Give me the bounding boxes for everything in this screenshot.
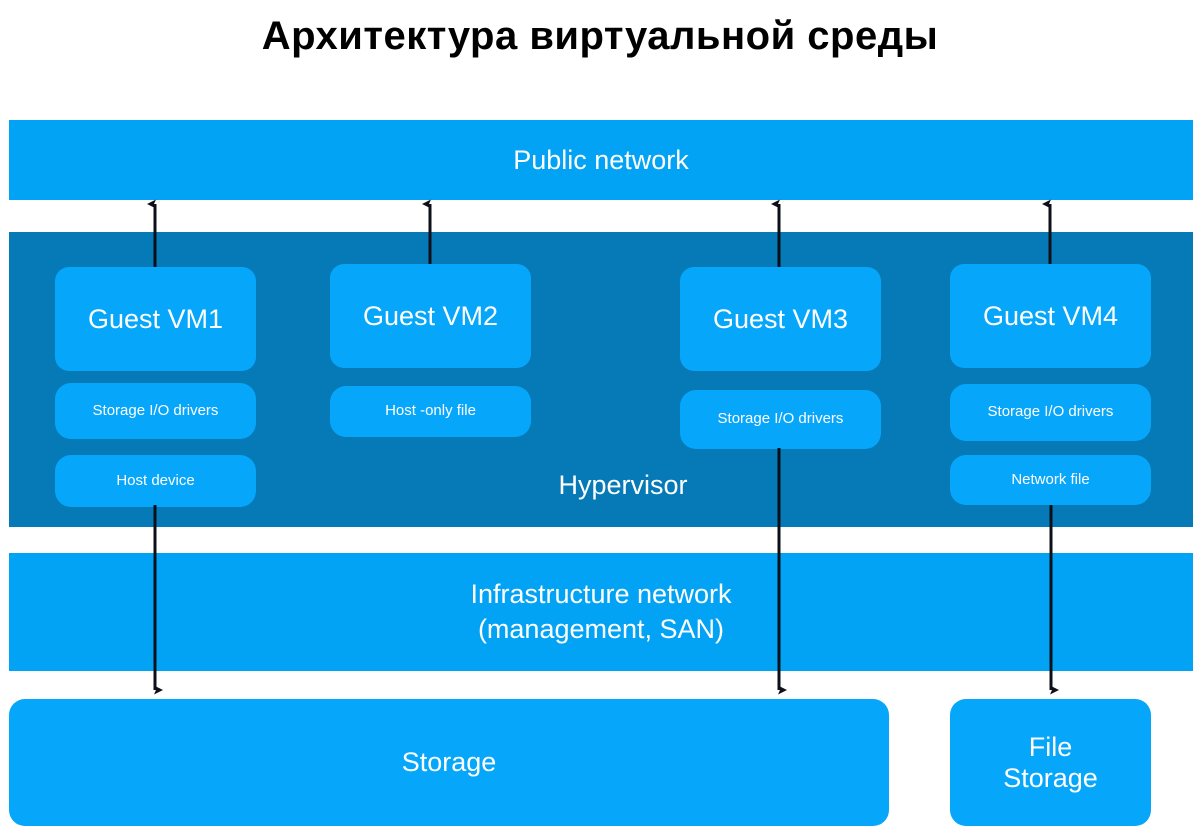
vm2-host-only-file-box[interactable]: Host -only file — [330, 386, 531, 437]
storage-label: Storage — [401, 747, 497, 778]
guest-vm3-label: Guest VM3 — [712, 303, 849, 334]
guest-vm4-label: Guest VM4 — [982, 300, 1119, 331]
storage-box[interactable]: Storage — [9, 699, 889, 826]
page-title: Архитектура виртуальной среды — [261, 14, 939, 58]
infrastructure-network-band[interactable]: Infrastructure network (management, SAN) — [9, 553, 1193, 671]
guest-vm1-box[interactable]: Guest VM1 — [55, 267, 256, 371]
public-network-label: Public network — [513, 144, 689, 175]
file-storage-label-line1: File — [1028, 732, 1073, 763]
public-network-band[interactable]: Public network — [9, 120, 1193, 200]
vm4-storage-io-drivers-label: Storage I/O drivers — [987, 403, 1114, 421]
vm3-storage-io-drivers-label: Storage I/O drivers — [717, 410, 844, 428]
vm1-host-device-label: Host device — [116, 471, 195, 489]
vm4-network-file-box[interactable]: Network file — [950, 455, 1151, 505]
guest-vm2-label: Guest VM2 — [362, 300, 499, 331]
vm1-storage-io-drivers-label: Storage I/O drivers — [92, 401, 219, 419]
vm4-storage-io-drivers-box[interactable]: Storage I/O drivers — [950, 384, 1151, 441]
guest-vm3-box[interactable]: Guest VM3 — [680, 267, 881, 371]
hypervisor-label: Hypervisor — [558, 470, 688, 500]
vm2-host-only-file-label: Host -only file — [385, 402, 476, 420]
guest-vm2-box[interactable]: Guest VM2 — [330, 264, 531, 368]
vm1-host-device-box[interactable]: Host device — [55, 455, 256, 507]
file-storage-label-line2: Storage — [1003, 762, 1098, 793]
file-storage-box[interactable]: File Storage — [950, 699, 1151, 826]
infrastructure-network-label-line2: (management, SAN) — [477, 614, 725, 644]
vm4-network-file-label: Network file — [1011, 470, 1090, 488]
vm3-storage-io-drivers-box[interactable]: Storage I/O drivers — [680, 390, 881, 449]
vm1-storage-io-drivers-box[interactable]: Storage I/O drivers — [55, 383, 256, 439]
guest-vm1-label: Guest VM1 — [87, 303, 224, 334]
guest-vm4-box[interactable]: Guest VM4 — [950, 264, 1151, 368]
infrastructure-network-label-line1: Infrastructure network — [470, 579, 732, 610]
